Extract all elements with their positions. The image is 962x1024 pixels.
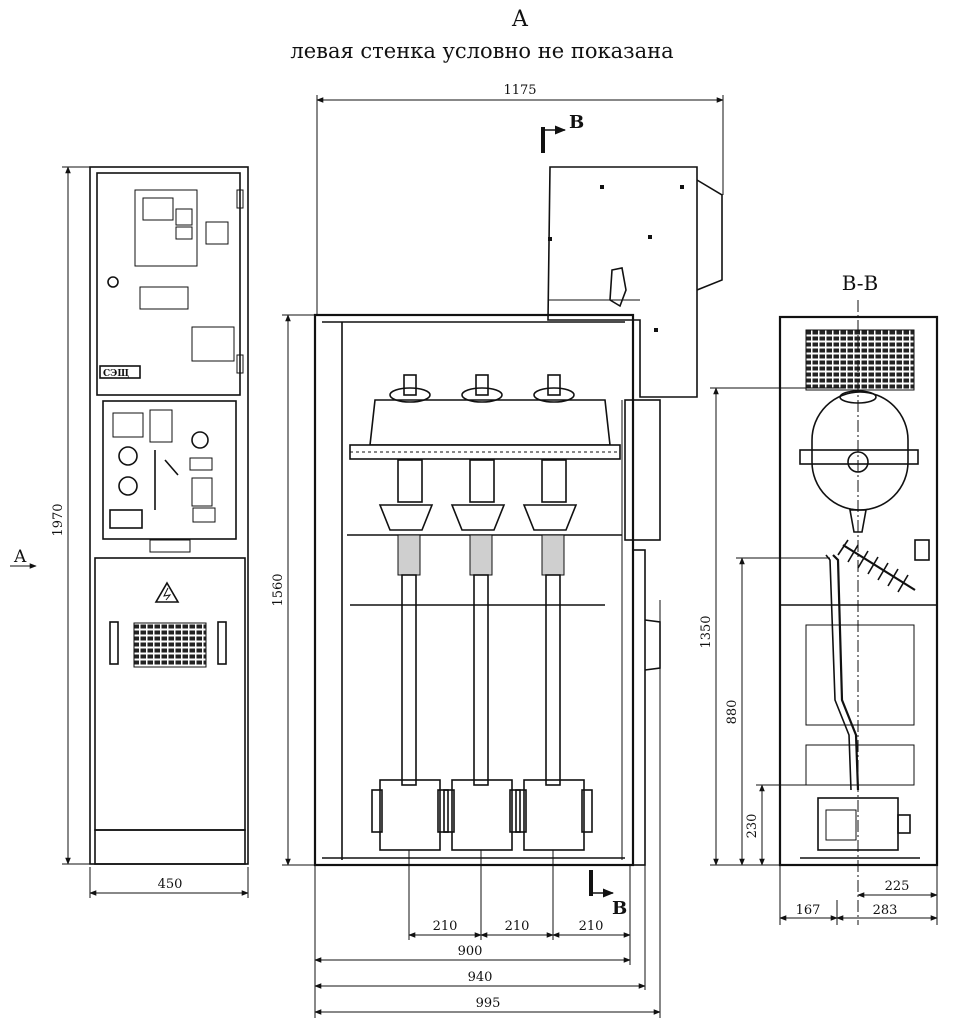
caption-text: левая стенка условно не показана (290, 39, 673, 63)
svg-text:СЭЩ: СЭЩ (103, 369, 129, 379)
door-lock-icon (107, 276, 119, 288)
side-view: 1175 B (271, 83, 724, 1018)
section-vent (805, 329, 915, 391)
pole-2 (443, 374, 521, 851)
section-cable (832, 554, 860, 791)
front-view: СЭЩ 1970 450 A (10, 166, 249, 898)
cabinet-outline (89, 166, 249, 865)
high-voltage-warning-icon (154, 581, 180, 603)
dim-225: 225 (885, 879, 910, 894)
dim-940: 940 (468, 970, 493, 985)
relay-box (547, 166, 698, 398)
pole-3 (515, 374, 593, 851)
breaker-compartment (102, 400, 237, 540)
section-insulator (837, 539, 930, 593)
handle-left (109, 621, 119, 665)
dim-210-a: 210 (433, 919, 458, 934)
cable-compartment (94, 557, 246, 831)
handle-right (217, 621, 227, 665)
dim-283: 283 (873, 903, 898, 918)
section-title: B-B (842, 271, 879, 295)
view-marker-a: A (13, 547, 27, 567)
dim-995: 995 (476, 996, 501, 1011)
dim-210-b: 210 (505, 919, 530, 934)
dim-450: 450 (158, 877, 183, 892)
dim-900: 900 (458, 944, 483, 959)
dim-210-c: 210 (579, 919, 604, 934)
breaker-body (369, 399, 611, 446)
dim-1350: 1350 (699, 615, 714, 648)
section-mark-bottom (589, 870, 593, 896)
relay-door (96, 172, 241, 396)
view-letter: A (511, 7, 529, 32)
dim-1560: 1560 (271, 573, 286, 606)
brand-plate (99, 365, 141, 379)
drawing-header: A левая стенка условно не показана (290, 7, 673, 63)
section-mark-top (541, 127, 545, 153)
dim-1175: 1175 (503, 83, 536, 98)
section-view: B-B (699, 271, 939, 925)
dim-230: 230 (745, 814, 760, 839)
section-breaker (811, 391, 909, 511)
svg-text:B: B (612, 898, 627, 919)
vent-grill (133, 622, 207, 668)
meter-window (139, 286, 189, 310)
dim-167: 167 (796, 903, 821, 918)
dim-1970: 1970 (51, 503, 66, 536)
dim-880: 880 (725, 700, 740, 725)
pole-1 (371, 374, 449, 851)
plinth (94, 829, 246, 865)
relay-display (134, 189, 198, 267)
svg-text:B: B (569, 112, 584, 133)
